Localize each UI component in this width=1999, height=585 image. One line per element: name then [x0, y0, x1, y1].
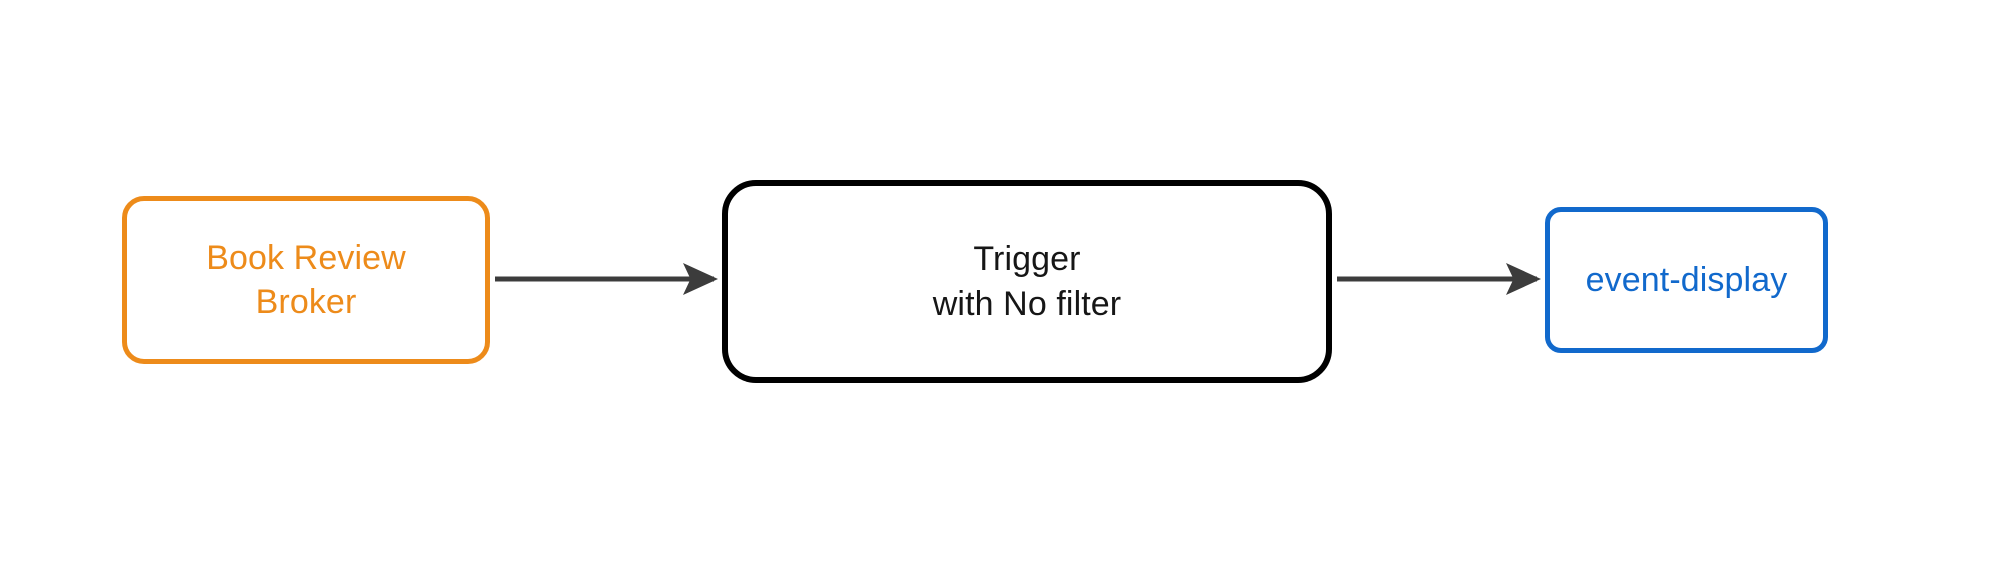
node-event-display[interactable]: event-display	[1545, 207, 1828, 353]
node-trigger-label: Trigger with No filter	[932, 240, 1122, 323]
node-broker-label: Book Review Broker	[206, 238, 406, 321]
node-sink-label: event-display	[1585, 260, 1788, 299]
node-trigger[interactable]: Trigger with No filter	[722, 180, 1332, 383]
node-book-review-broker[interactable]: Book Review Broker	[122, 196, 490, 364]
